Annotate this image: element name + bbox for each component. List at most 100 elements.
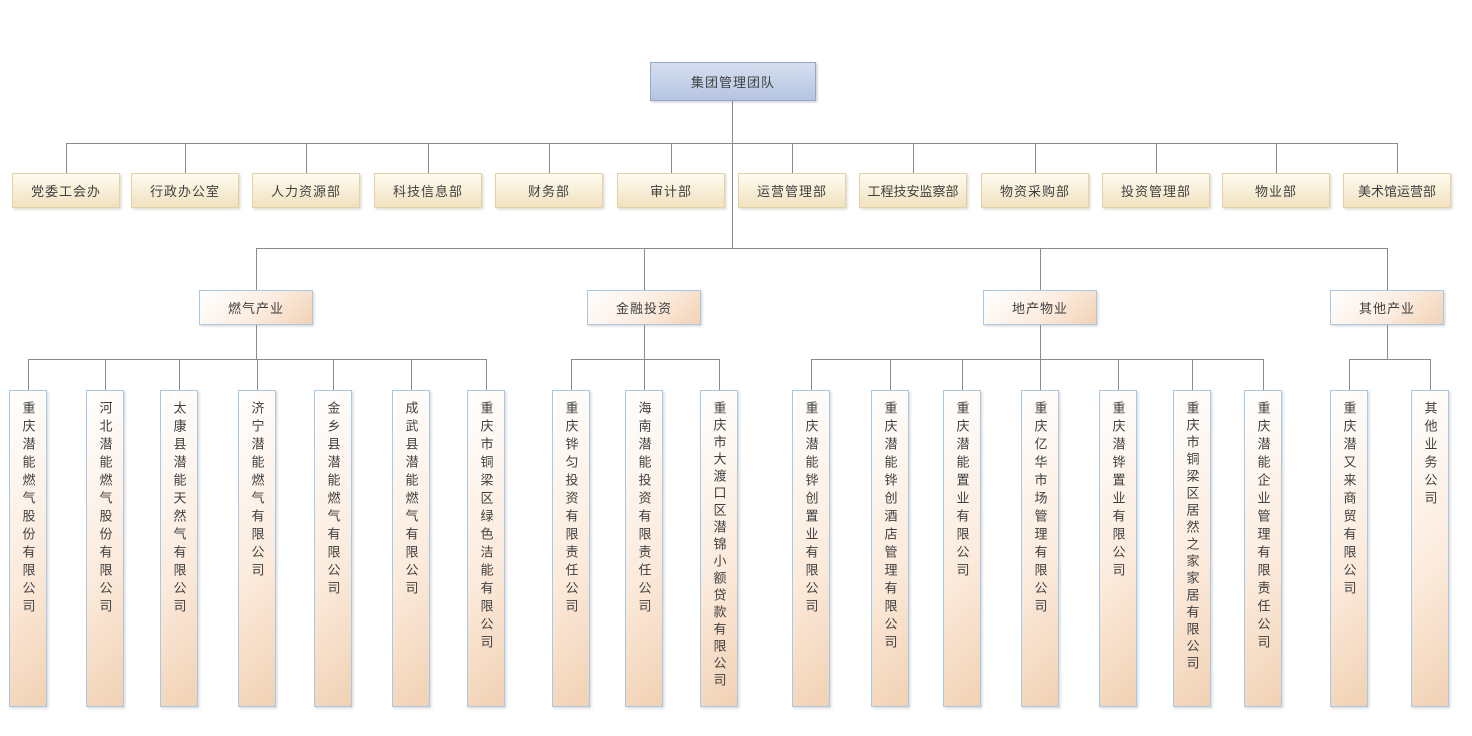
company-label: 重庆铧匀投资有限责任公司 <box>563 401 579 617</box>
connector-stem-group <box>1040 325 1041 359</box>
connector-drop-company <box>890 359 891 390</box>
connector-drop-company <box>811 359 812 390</box>
company-label: 济宁潜能燃气有限公司 <box>249 401 265 581</box>
connector-drop-company <box>257 359 258 390</box>
connector-drop-dept <box>428 143 429 173</box>
connector-drop-company <box>28 359 29 390</box>
node-company[interactable]: 济宁潜能燃气有限公司 <box>238 390 276 707</box>
company-label: 河北潜能燃气股份有限公司 <box>97 401 113 617</box>
connector-drop-company <box>962 359 963 390</box>
node-dept-property[interactable]: 物业部 <box>1222 173 1330 208</box>
connector-drop-company <box>1263 359 1264 390</box>
connector-drop-company <box>333 359 334 390</box>
node-dept-operations[interactable]: 运营管理部 <box>738 173 846 208</box>
company-label: 金乡县潜能燃气有限公司 <box>325 401 341 599</box>
connector-drop-dept <box>792 143 793 173</box>
node-dept-procurement[interactable]: 物资采购部 <box>981 173 1089 208</box>
connector-drop-dept <box>1397 143 1398 173</box>
node-dept-party-union-office[interactable]: 党委工会办 <box>12 173 120 208</box>
node-dept-engineering-safety[interactable]: 工程技安监察部 <box>859 173 967 208</box>
connector-stem-group <box>256 325 257 359</box>
connector-drop-dept <box>1156 143 1157 173</box>
node-company[interactable]: 重庆潜能燃气股份有限公司 <box>9 390 47 707</box>
node-dept-art-museum-operations[interactable]: 美术馆运营部 <box>1343 173 1451 208</box>
connector-drop-dept <box>66 143 67 173</box>
connector-rail-groups <box>256 248 1387 249</box>
node-company[interactable]: 太康县潜能天然气有限公司 <box>160 390 198 707</box>
connector-drop-group <box>1387 248 1388 290</box>
node-company[interactable]: 重庆铧匀投资有限责任公司 <box>552 390 590 707</box>
company-label: 重庆市大渡口区潜锦小额贷款有限公司 <box>711 401 727 690</box>
company-label: 重庆亿华市场管理有限公司 <box>1032 401 1048 617</box>
node-company[interactable]: 重庆亿华市场管理有限公司 <box>1021 390 1059 707</box>
node-company[interactable]: 重庆市大渡口区潜锦小额贷款有限公司 <box>700 390 738 707</box>
connector-drop-dept <box>1035 143 1036 173</box>
company-label: 重庆潜又来商贸有限公司 <box>1341 401 1357 599</box>
connector-drop-group <box>1040 248 1041 290</box>
company-label: 重庆市铜梁区绿色洁能有限公司 <box>478 401 494 653</box>
node-company[interactable]: 成武县潜能燃气有限公司 <box>392 390 430 707</box>
node-dept-hr[interactable]: 人力资源部 <box>252 173 360 208</box>
node-dept-tech-info[interactable]: 科技信息部 <box>374 173 482 208</box>
connector-rail-companies-3 <box>811 359 1263 360</box>
node-company[interactable]: 重庆潜能铧创置业有限公司 <box>792 390 830 707</box>
node-company[interactable]: 重庆潜又来商贸有限公司 <box>1330 390 1368 707</box>
connector-rail-companies-2 <box>571 359 719 360</box>
company-label: 海南潜能投资有限责任公司 <box>636 401 652 617</box>
connector-drop-company <box>571 359 572 390</box>
node-group-other-industry[interactable]: 其他产业 <box>1330 290 1444 325</box>
node-company[interactable]: 重庆市铜梁区居然之家家居有限公司 <box>1173 390 1211 707</box>
connector-drop-group <box>256 248 257 290</box>
node-company[interactable]: 重庆潜能铧创酒店管理有限公司 <box>871 390 909 707</box>
node-company[interactable]: 其他业务公司 <box>1411 390 1449 707</box>
connector-drop-dept <box>671 143 672 173</box>
company-label: 重庆潜能燃气股份有限公司 <box>20 401 36 617</box>
node-company[interactable]: 重庆潜铧置业有限公司 <box>1099 390 1137 707</box>
connector-drop-dept <box>549 143 550 173</box>
company-label: 重庆潜能铧创酒店管理有限公司 <box>882 401 898 653</box>
connector-drop-dept <box>306 143 307 173</box>
company-label: 太康县潜能天然气有限公司 <box>171 401 187 617</box>
node-dept-admin-office[interactable]: 行政办公室 <box>131 173 239 208</box>
connector-stem-group <box>644 325 645 359</box>
company-label: 重庆潜能企业管理有限责任公司 <box>1255 401 1271 653</box>
connector-drop-company <box>179 359 180 390</box>
connector-drop-company <box>1040 359 1041 390</box>
connector-drop-company <box>644 359 645 390</box>
connector-drop-dept <box>913 143 914 173</box>
connector-drop-company <box>486 359 487 390</box>
connector-drop-company <box>1430 359 1431 390</box>
connector-drop-company <box>411 359 412 390</box>
connector-drop-dept <box>185 143 186 173</box>
connector-drop-company <box>1118 359 1119 390</box>
node-company[interactable]: 重庆市铜梁区绿色洁能有限公司 <box>467 390 505 707</box>
node-dept-finance[interactable]: 财务部 <box>495 173 603 208</box>
company-label: 重庆潜铧置业有限公司 <box>1110 401 1126 581</box>
node-company[interactable]: 河北潜能燃气股份有限公司 <box>86 390 124 707</box>
connector-drop-company <box>719 359 720 390</box>
connector-rail-departments <box>66 143 1397 144</box>
connector-stem-group <box>1387 325 1388 359</box>
connector-drop-company <box>105 359 106 390</box>
node-company[interactable]: 金乡县潜能燃气有限公司 <box>314 390 352 707</box>
node-group-management-team[interactable]: 集团管理团队 <box>650 62 816 101</box>
company-label: 重庆潜能置业有限公司 <box>954 401 970 581</box>
node-company[interactable]: 海南潜能投资有限责任公司 <box>625 390 663 707</box>
company-label: 其他业务公司 <box>1422 401 1438 509</box>
company-label: 重庆潜能铧创置业有限公司 <box>803 401 819 617</box>
connector-rail-companies-4 <box>1349 359 1430 360</box>
connector-drop-group <box>644 248 645 290</box>
company-label: 成武县潜能燃气有限公司 <box>403 401 419 599</box>
node-dept-investment[interactable]: 投资管理部 <box>1102 173 1210 208</box>
connector-drop-company <box>1192 359 1193 390</box>
node-dept-audit[interactable]: 审计部 <box>617 173 725 208</box>
node-company[interactable]: 重庆潜能企业管理有限责任公司 <box>1244 390 1282 707</box>
connector-drop-company <box>1349 359 1350 390</box>
node-group-real-estate-property[interactable]: 地产物业 <box>983 290 1097 325</box>
company-label: 重庆市铜梁区居然之家家居有限公司 <box>1184 401 1200 673</box>
node-group-financial-investment[interactable]: 金融投资 <box>587 290 701 325</box>
node-company[interactable]: 重庆潜能置业有限公司 <box>943 390 981 707</box>
node-group-gas-industry[interactable]: 燃气产业 <box>199 290 313 325</box>
connector-drop-dept <box>1276 143 1277 173</box>
